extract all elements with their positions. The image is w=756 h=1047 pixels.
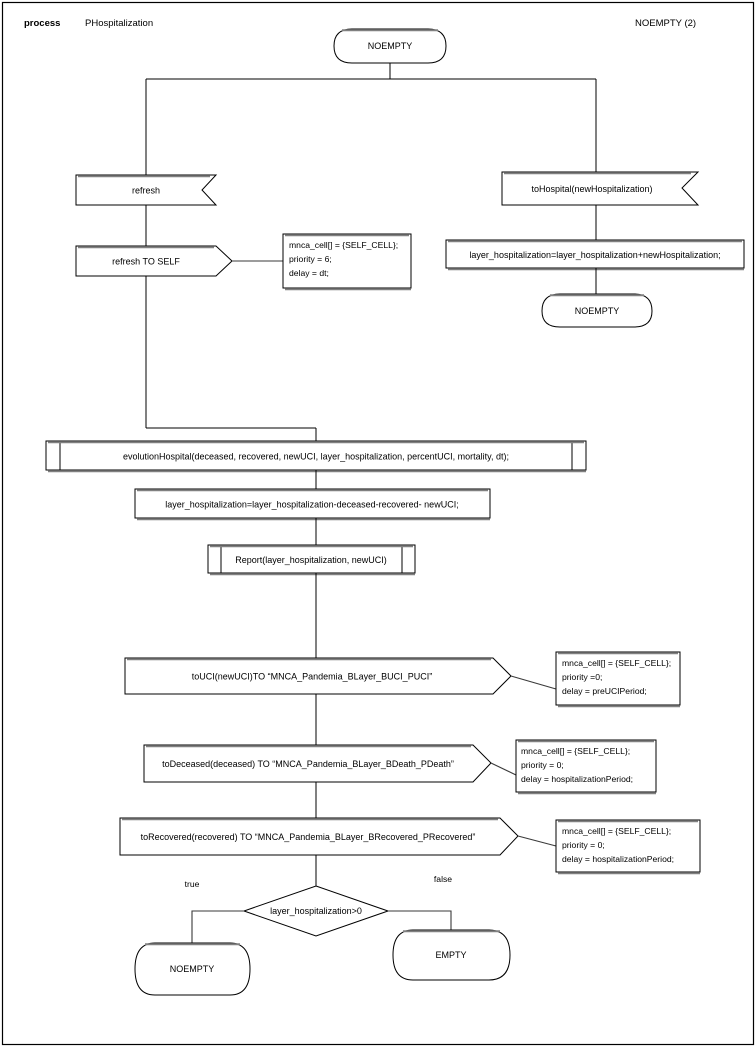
decision-label: layer_hospitalization>0	[270, 906, 362, 916]
assign-subtract-label: layer_hospitalization=layer_hospitalizat…	[165, 500, 458, 510]
send-to-uci-label: toUCI(newUCI)TO “MNCA_Pandemia_BLayer_BU…	[192, 672, 432, 682]
edge-label-true: true	[185, 879, 200, 889]
send-to-deceased-label: toDeceased(deceased) TO “MNCA_Pandemia_B…	[162, 759, 454, 769]
note-to-recovered-line-1: mnca_cell[] = {SELF_CELL};	[562, 826, 671, 836]
note-to-deceased-line-2: priority = 0;	[521, 760, 564, 770]
start-state-label: NOEMPTY	[368, 41, 413, 51]
call-report-node: Report(layer_hospitalization, newUCI)	[207, 544, 416, 576]
assign-subtract-node: layer_hospitalization=layer_hospitalizat…	[134, 488, 491, 521]
edge-decision-true	[191, 910, 244, 943]
page-title: PHospitalization	[85, 18, 153, 29]
state-context-label: NOEMPTY (2)	[635, 18, 696, 29]
start-state-node: NOEMPTY	[333, 28, 447, 64]
assign-hospitalization-label: layer_hospitalization=layer_hospitalizat…	[469, 250, 720, 260]
send-to-recovered-node: toRecovered(recovered) TO “MNCA_Pandemia…	[119, 817, 519, 856]
send-to-uci-node: toUCI(newUCI)TO “MNCA_Pandemia_BLayer_BU…	[124, 657, 512, 695]
call-evolution-hospital-node: evolutionHospital(deceased, recovered, n…	[45, 440, 587, 473]
note-refresh-self-line-3: delay = dt;	[289, 268, 329, 278]
send-refresh-to-self-label: refresh TO SELF	[112, 257, 180, 267]
edge-label-false: false	[434, 874, 452, 884]
receive-to-hospital-label: toHospital(newHospitalization)	[531, 184, 652, 194]
note-to-recovered-line-3: delay = hospitalizationPeriod;	[562, 854, 674, 864]
edge-to-uci-to-note	[510, 675, 557, 690]
note-to-uci: mnca_cell[] = {SELF_CELL}; priority =0; …	[555, 651, 681, 708]
edge-decision-false	[388, 910, 452, 930]
receive-refresh-label: refresh	[132, 186, 160, 196]
call-report-label: Report(layer_hospitalization, newUCI)	[235, 555, 387, 565]
decision-node: layer_hospitalization>0	[242, 885, 390, 937]
receive-to-hospital-node: toHospital(newHospitalization)	[501, 171, 700, 206]
note-to-recovered: mnca_cell[] = {SELF_CELL}; priority = 0;…	[555, 819, 701, 875]
send-to-recovered-label: toRecovered(recovered) TO “MNCA_Pandemia…	[141, 832, 476, 842]
receive-refresh-node: refresh	[75, 174, 218, 206]
right-next-state-label: NOEMPTY	[575, 306, 620, 316]
edge-to-deceased-to-note	[490, 762, 517, 776]
note-refresh-to-self: mnca_cell[] = {SELF_CELL}; priority = 6;…	[282, 233, 412, 291]
call-evolution-hospital-label: evolutionHospital(deceased, recovered, n…	[123, 452, 509, 462]
note-to-deceased: mnca_cell[] = {SELF_CELL}; priority = 0;…	[515, 739, 657, 795]
right-next-state-node: NOEMPTY	[541, 293, 653, 328]
process-keyword: process	[24, 18, 60, 29]
end-state-empty-label: EMPTY	[435, 950, 466, 960]
note-to-uci-line-3: delay = preUCIPeriod;	[562, 686, 647, 696]
assign-hospitalization-node: layer_hospitalization=layer_hospitalizat…	[445, 239, 745, 271]
note-to-uci-line-1: mnca_cell[] = {SELF_CELL};	[562, 658, 671, 668]
note-to-uci-line-2: priority =0;	[562, 672, 602, 682]
send-refresh-to-self-node: refresh TO SELF	[75, 245, 233, 277]
edge-to-recovered-to-note	[517, 835, 557, 847]
end-state-empty-node: EMPTY	[392, 929, 511, 981]
end-state-noempty-label: NOEMPTY	[170, 964, 215, 974]
note-refresh-self-line-2: priority = 6;	[289, 254, 332, 264]
end-state-noempty-node: NOEMPTY	[134, 942, 251, 996]
send-to-deceased-node: toDeceased(deceased) TO “MNCA_Pandemia_B…	[143, 744, 492, 783]
note-to-deceased-line-3: delay = hospitalizationPeriod;	[521, 774, 633, 784]
note-to-deceased-line-1: mnca_cell[] = {SELF_CELL};	[521, 746, 630, 756]
note-to-recovered-line-2: priority = 0;	[562, 840, 605, 850]
note-refresh-self-line-1: mnca_cell[] = {SELF_CELL};	[289, 240, 398, 250]
